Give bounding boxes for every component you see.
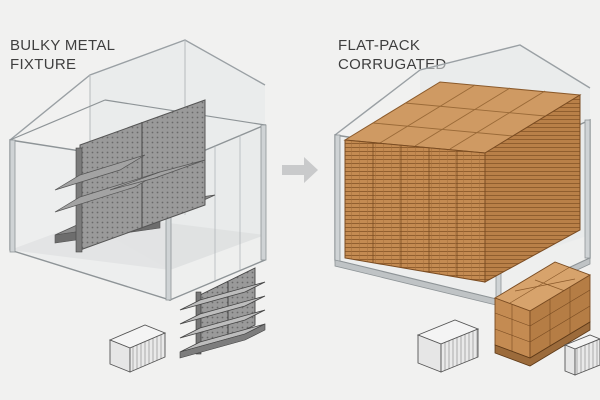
metal-shelf-fixture-icon <box>179 267 266 359</box>
right-panel-title: FLAT-PACK CORRUGATED <box>338 36 447 74</box>
small-container-icon-right-right <box>563 334 600 376</box>
left-panel-title: BULKY METAL FIXTURE <box>10 36 115 74</box>
metal-gondola-fixture <box>54 99 216 253</box>
right-title-line-1: FLAT-PACK <box>338 37 421 54</box>
small-container-icon-right-left <box>416 319 480 373</box>
left-title-line-2: FIXTURE <box>10 56 77 73</box>
small-container-icon-left <box>108 324 167 373</box>
left-title-line-1: BULKY METAL <box>10 37 116 54</box>
corrugated-box-pallet-icon <box>493 261 592 367</box>
arrow-right-icon <box>282 157 318 183</box>
right-title-line-2: CORRUGATED <box>338 56 447 73</box>
